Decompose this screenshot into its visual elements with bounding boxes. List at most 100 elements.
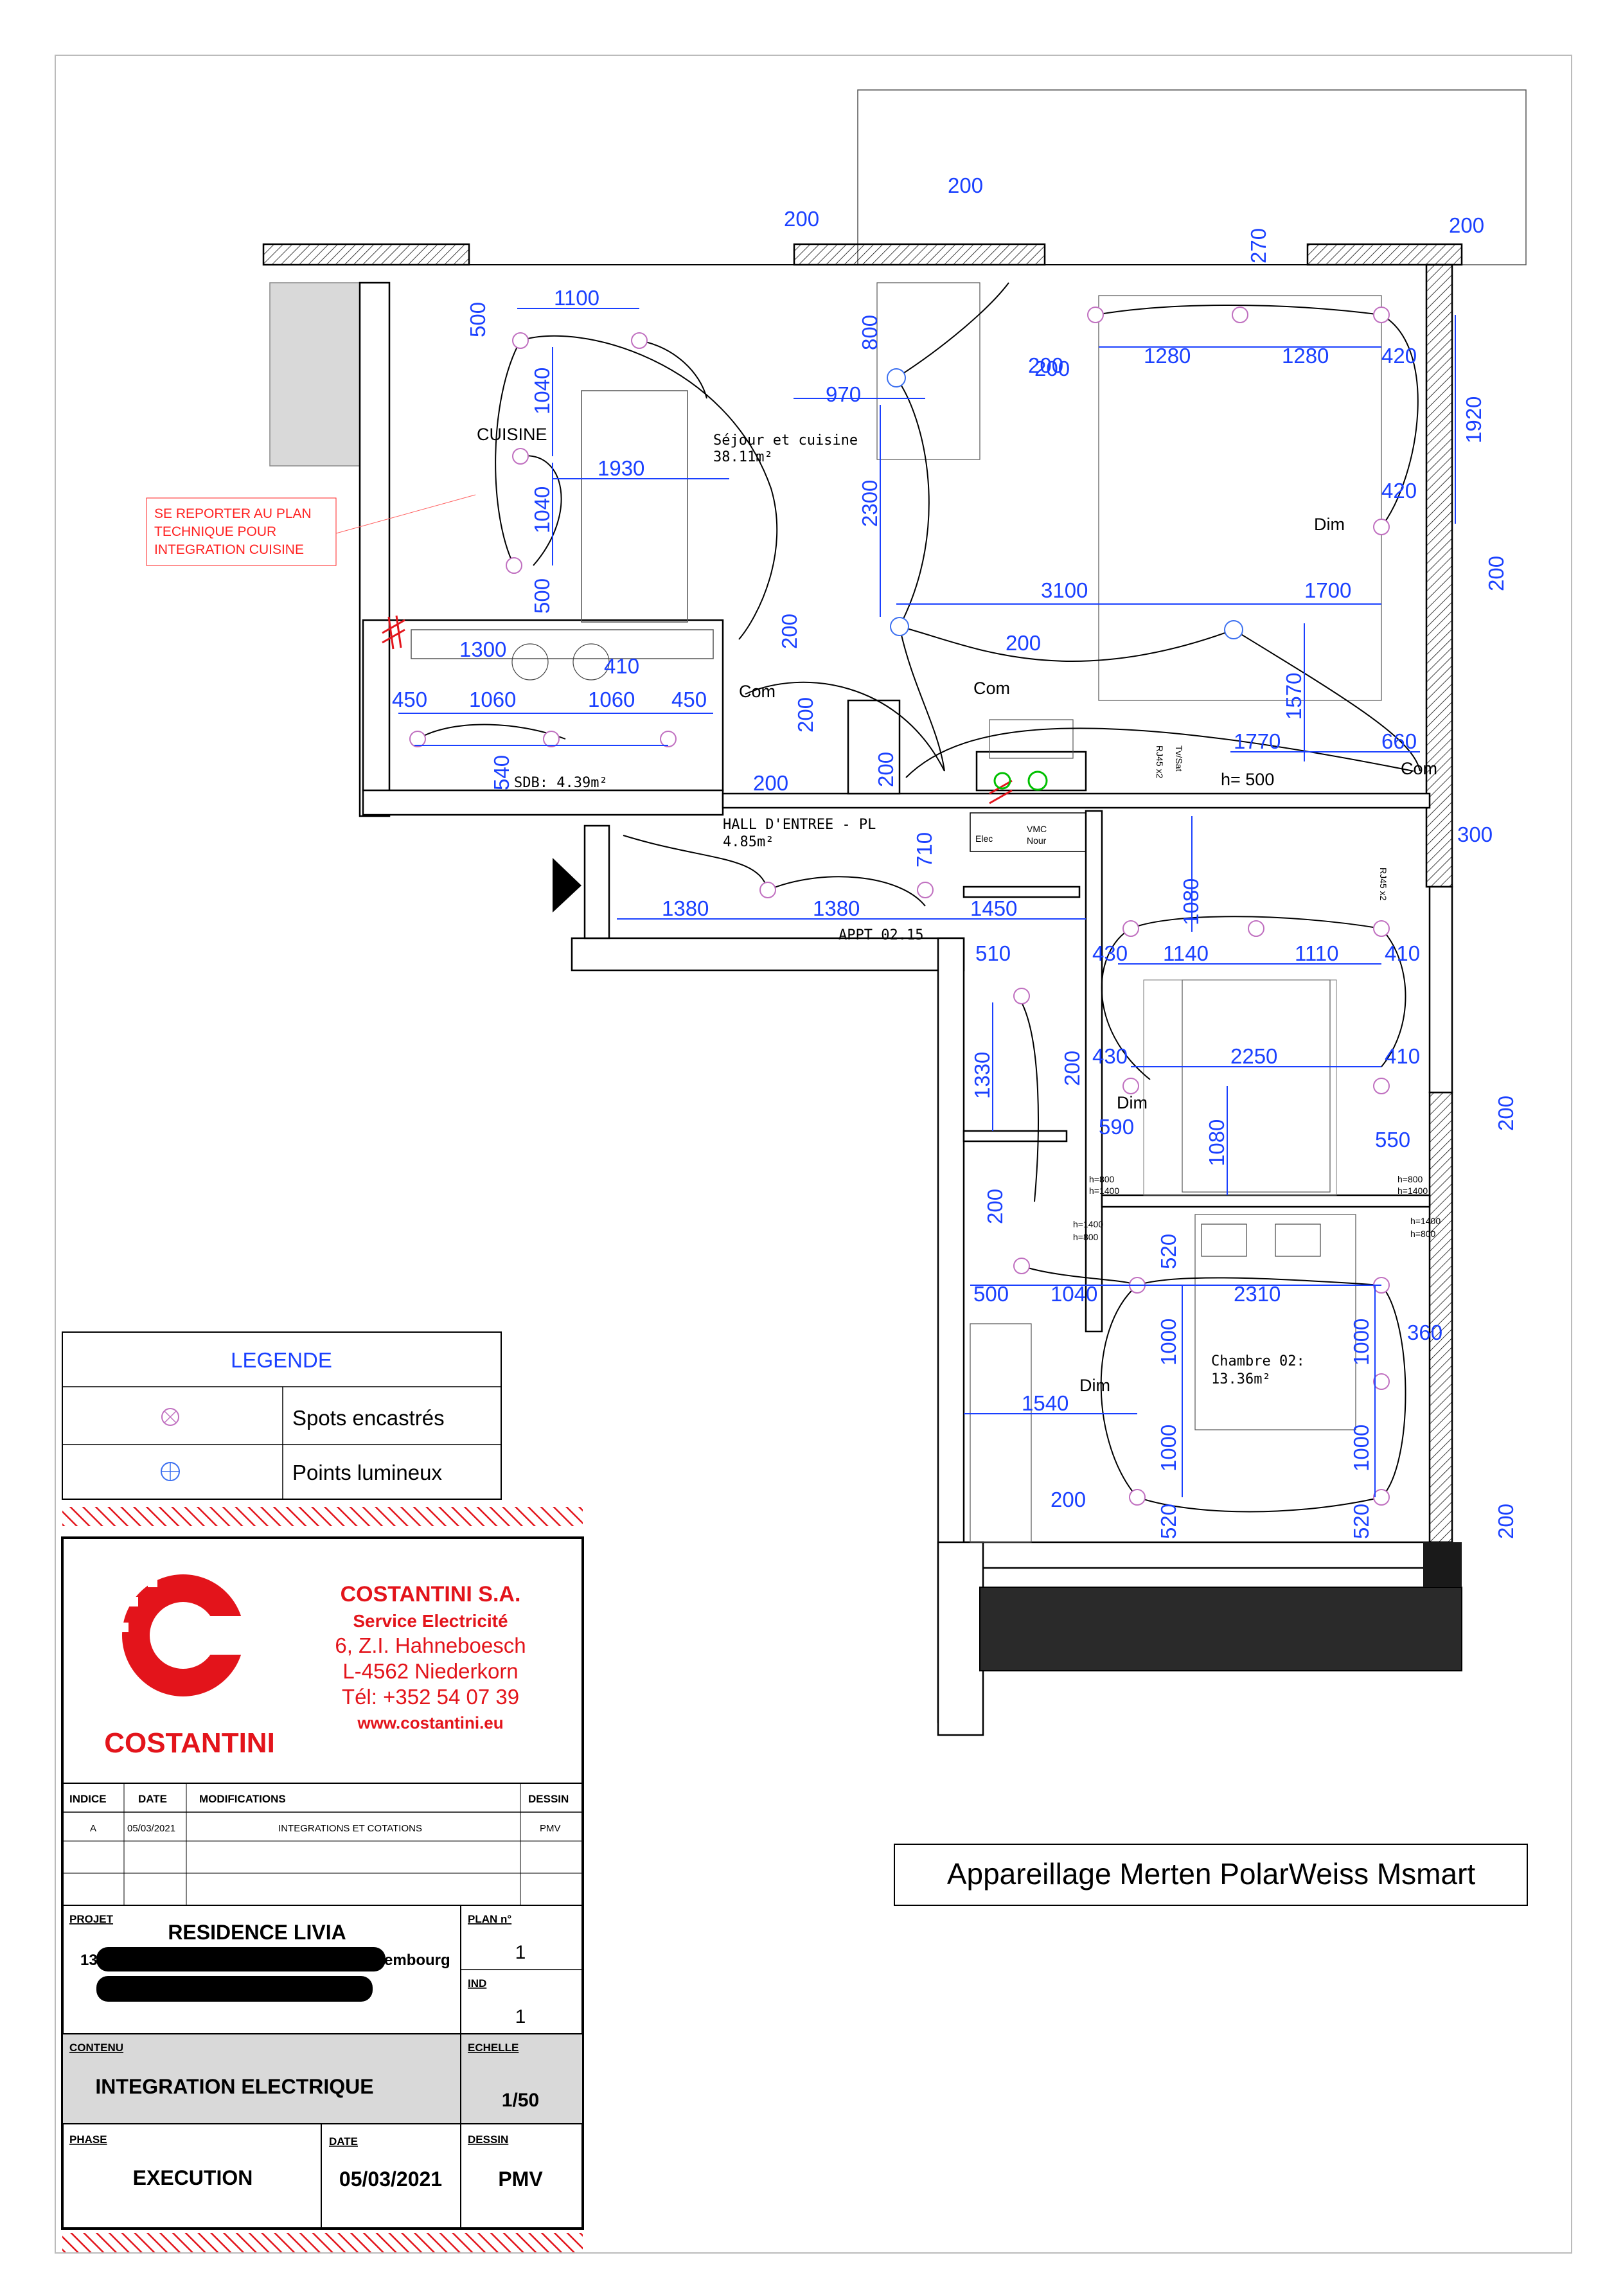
dimension: 540	[490, 755, 513, 790]
height-note: h=800	[1089, 1174, 1115, 1184]
plan-value: 1	[515, 1942, 526, 1963]
redacted-block	[96, 1976, 373, 2002]
legend-title: LEGENDE	[231, 1348, 332, 1372]
dimension: 1380	[662, 896, 709, 920]
echelle-value: 1/50	[502, 2090, 539, 2111]
contenu-label: CONTENU	[69, 2042, 123, 2054]
legend-item-spots: Spots encastrés	[292, 1406, 445, 1430]
dimension: 270	[1246, 228, 1270, 263]
dimension: 200	[784, 207, 819, 231]
bath-label: SDB: 4.39m²	[514, 775, 608, 791]
phase-value: EXECUTION	[133, 2166, 253, 2189]
dimension: 520	[1157, 1504, 1180, 1539]
hall-label: HALL D'ENTREE - PL	[723, 817, 876, 833]
date-value: 05/03/2021	[339, 2167, 442, 2191]
height-note: h=800	[1073, 1232, 1099, 1242]
nour-label: Nour	[1027, 835, 1047, 846]
dimension: 360	[1407, 1321, 1442, 1344]
dimension-lines	[398, 308, 1456, 1497]
dessin-value: PMV	[498, 2167, 543, 2191]
dimension: 970	[826, 382, 861, 406]
rj45-label: RJ45 x2	[1378, 868, 1388, 901]
echelle-label: ECHELLE	[468, 2042, 519, 2054]
dimension: 200	[794, 697, 817, 733]
company-address-1: 6, Z.I. Hahneboesch	[335, 1633, 526, 1657]
living-label: Séjour et cuisine	[713, 432, 858, 449]
page-frame	[55, 55, 1572, 2254]
dimension: 300	[1457, 823, 1493, 846]
dimension: 200	[1484, 556, 1508, 591]
dimension: 1040	[530, 368, 554, 414]
dimension: 1300	[459, 637, 506, 661]
bedroom-area: 13.36m²	[1211, 1371, 1271, 1387]
legend: LEGENDE Spots encastrés Points lumineux	[62, 1331, 502, 1500]
dimension: 710	[912, 832, 936, 868]
company-phone: Tél: +352 54 07 39	[342, 1685, 519, 1709]
room-labels: CUISINE Séjour et cuisine 38.11m² SDB: 4…	[477, 425, 1441, 1395]
recessed-spots	[409, 307, 1390, 1506]
dimension: 200	[1006, 631, 1041, 655]
plan-label: PLAN n°	[468, 1913, 511, 1925]
height-note: h=1400	[1089, 1186, 1119, 1196]
project-name: RESIDENCE LIVIA	[168, 1921, 346, 1944]
dimension: 1450	[970, 896, 1017, 920]
dimension: 200	[777, 614, 801, 649]
dimension: 520	[1157, 1234, 1180, 1269]
dimension: 1280	[1282, 344, 1329, 368]
dimension: 200	[874, 752, 898, 787]
light-points	[887, 368, 1243, 639]
legend-item-points: Points lumineux	[292, 1461, 442, 1484]
company-service: Service Electricité	[353, 1611, 508, 1631]
rev-indice: A	[90, 1823, 96, 1834]
dimension: 200	[1494, 1096, 1518, 1131]
dimension: 200	[1028, 353, 1063, 377]
junction-marks	[382, 615, 1013, 805]
bedroom-label: Chambre 02:	[1211, 1353, 1305, 1369]
appt-label: APPT 02.15	[838, 927, 923, 943]
project-address-end: embourg	[384, 1952, 450, 1969]
rev-date: 05/03/2021	[127, 1823, 175, 1834]
walls	[262, 89, 1527, 1736]
dimension: 1110	[1295, 941, 1339, 965]
rev-dessin: PMV	[540, 1823, 561, 1834]
dimension: 410	[1385, 941, 1420, 965]
dimension: 1330	[970, 1052, 994, 1099]
height-note: h=1400	[1073, 1219, 1103, 1229]
dimension: 1570	[1282, 673, 1306, 720]
dimension: 200	[1051, 1488, 1086, 1511]
ind-label: IND	[468, 1977, 486, 1989]
dimension: 200	[1034, 357, 1070, 380]
dimension: 410	[1385, 1044, 1420, 1068]
dimension: 800	[858, 315, 882, 350]
green-marker	[993, 772, 1011, 790]
dimension: 550	[1375, 1128, 1410, 1152]
ind-value: 1	[515, 2006, 526, 2027]
fixture-title: Appareillage Merten PolarWeiss Msmart	[947, 1857, 1476, 1891]
dimension: 1080	[1205, 1119, 1228, 1166]
note-line-3: INTEGRATION CUISINE	[154, 542, 304, 557]
dimension: 430	[1092, 941, 1128, 965]
height-note: h=1400	[1397, 1186, 1428, 1196]
date-label: DATE	[329, 2135, 358, 2148]
company-web: www.costantini.eu	[357, 1713, 503, 1732]
rev-header-date: DATE	[138, 1793, 167, 1805]
dimension-values: 500 1100 1040 1930 1040 500 200 200 200 …	[392, 174, 1518, 1539]
rev-header-modifications: MODIFICATIONS	[199, 1793, 286, 1805]
dimension: 590	[1099, 1115, 1134, 1139]
com-label-3: Com	[1401, 759, 1437, 778]
company-name: COSTANTINI S.A.	[341, 1582, 521, 1606]
title-block: COSTANTINI COSTANTINI S.A. Service Elect…	[61, 1507, 584, 2252]
dimension: 200	[948, 174, 983, 197]
dimension: 2300	[858, 480, 882, 527]
dimension: 1060	[469, 688, 516, 711]
project-label: PROJET	[69, 1913, 114, 1925]
dimension: 410	[604, 654, 639, 678]
kitchen-note: SE REPORTER AU PLAN TECHNIQUE POUR INTEG…	[146, 494, 476, 566]
height-note: h=1400	[1410, 1216, 1441, 1226]
dimension: 510	[975, 941, 1011, 965]
com-label-2: Com	[973, 679, 1010, 698]
note-line-1: SE REPORTER AU PLAN	[154, 506, 312, 521]
green-marker	[1027, 770, 1048, 791]
dimension: 1920	[1462, 396, 1486, 443]
